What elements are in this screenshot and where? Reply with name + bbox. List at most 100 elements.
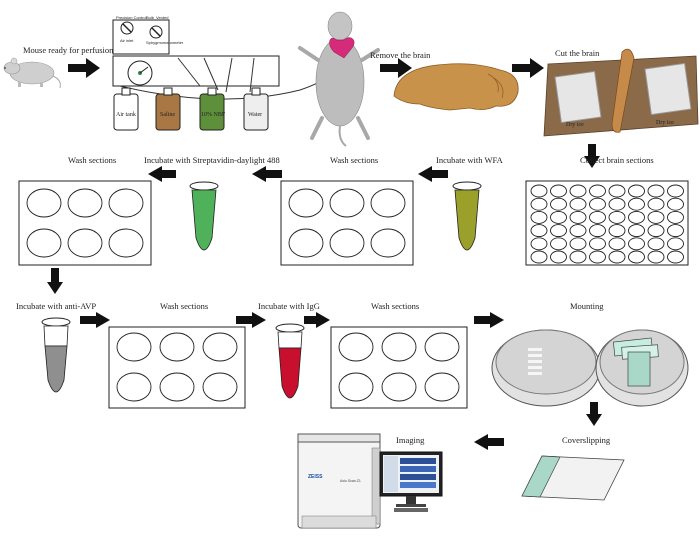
well bbox=[569, 197, 587, 211]
well bbox=[667, 197, 684, 211]
arrow-shaft bbox=[266, 170, 282, 178]
well bbox=[67, 228, 103, 258]
coverslip-slide bbox=[521, 455, 625, 501]
well bbox=[550, 197, 567, 211]
well bbox=[381, 332, 417, 362]
well bbox=[628, 250, 645, 264]
well bbox=[108, 228, 144, 258]
arrow-head bbox=[586, 414, 602, 426]
arrow-head bbox=[252, 166, 266, 182]
well bbox=[667, 237, 684, 251]
label-incubate-igg: Incubate with IgG bbox=[258, 301, 320, 311]
well bbox=[550, 250, 567, 264]
well bbox=[108, 188, 144, 218]
petri-dish-left bbox=[491, 329, 601, 407]
arrow-shaft bbox=[380, 64, 400, 72]
6-well-grid bbox=[116, 332, 238, 402]
well bbox=[647, 224, 665, 238]
arrow-shaft bbox=[512, 64, 532, 72]
well bbox=[569, 210, 587, 224]
mouse-illustration bbox=[3, 57, 61, 89]
well bbox=[288, 228, 324, 258]
well bbox=[550, 237, 567, 251]
bottle-label-nbf: 10% NBF bbox=[201, 112, 226, 118]
arrow-head bbox=[490, 312, 504, 328]
valve-label-bulb: Bulb bbox=[146, 15, 155, 20]
well bbox=[608, 210, 626, 224]
bottle-label-saline: Saline bbox=[160, 112, 175, 118]
well bbox=[530, 224, 548, 238]
valve-label-precision: Precision Control bbox=[116, 15, 147, 20]
well bbox=[628, 224, 645, 238]
tube-igg bbox=[275, 323, 305, 399]
label-remove-brain: Remove the brain bbox=[370, 50, 431, 60]
well bbox=[530, 197, 548, 211]
arrow-shaft bbox=[80, 316, 98, 324]
bottle-label-air-tank: Air tank bbox=[116, 112, 136, 118]
brain-illustration bbox=[393, 63, 519, 111]
label-wash-3: Wash sections bbox=[160, 301, 208, 311]
arrow-head bbox=[96, 312, 110, 328]
well bbox=[628, 184, 645, 198]
well bbox=[530, 237, 548, 251]
bottle-air-tank bbox=[113, 87, 139, 131]
label-coverslipping: Coverslipping bbox=[562, 435, 611, 445]
well bbox=[26, 228, 62, 258]
well bbox=[569, 224, 587, 238]
tube-wfa bbox=[452, 181, 482, 251]
label-imaging: Imaging bbox=[396, 435, 425, 445]
arrow-head bbox=[148, 166, 162, 182]
label-incubate-streptavidin: Incubate with Streptavidin-daylight 488 bbox=[144, 155, 280, 165]
scanner-model: Axio Scan.Z1 bbox=[340, 479, 361, 483]
arrow-head bbox=[474, 434, 488, 450]
label-collect-sections: Collect brain sections bbox=[580, 155, 654, 165]
dry-ice-right: Dry ice bbox=[656, 120, 674, 126]
bottle-label-water: Water bbox=[248, 112, 262, 118]
well bbox=[628, 197, 645, 211]
well bbox=[329, 228, 365, 258]
well bbox=[667, 250, 684, 264]
valve-label-vented: Vented bbox=[156, 15, 168, 20]
well bbox=[647, 250, 665, 264]
label-cut-brain: Cut the brain bbox=[555, 48, 600, 58]
48-well-grid bbox=[530, 184, 684, 264]
well bbox=[608, 197, 626, 211]
well bbox=[589, 237, 606, 251]
monitor bbox=[379, 451, 443, 512]
well bbox=[589, 184, 606, 198]
well bbox=[116, 372, 152, 402]
arrow-shaft bbox=[474, 316, 492, 324]
well bbox=[530, 210, 548, 224]
arrow-head bbox=[316, 312, 330, 328]
petri-dish-right bbox=[595, 329, 689, 407]
well bbox=[159, 372, 195, 402]
label-incubate-avp: Incubate with anti-AVP bbox=[16, 301, 96, 311]
6-well-grid bbox=[26, 188, 144, 258]
well bbox=[628, 237, 645, 251]
well bbox=[569, 250, 587, 264]
well bbox=[530, 250, 548, 264]
well bbox=[116, 332, 152, 362]
arrow-shaft bbox=[236, 316, 254, 324]
arrow-head bbox=[584, 156, 600, 168]
well bbox=[647, 184, 665, 198]
well bbox=[530, 184, 548, 198]
well bbox=[628, 210, 645, 224]
slide-scanner bbox=[297, 433, 381, 529]
heart-icon bbox=[329, 37, 355, 59]
well bbox=[550, 210, 567, 224]
valve-label-sphygmomanometer: Sphygmomanometer bbox=[146, 40, 184, 45]
well bbox=[424, 332, 460, 362]
well bbox=[608, 224, 626, 238]
arrow-head bbox=[252, 312, 266, 328]
label-incubate-wfa: Incubate with WFA bbox=[436, 155, 504, 165]
perfusion-apparatus bbox=[112, 19, 353, 100]
arrow-shaft bbox=[590, 402, 598, 416]
well bbox=[424, 372, 460, 402]
well bbox=[608, 237, 626, 251]
arrow-head bbox=[86, 58, 100, 78]
well bbox=[550, 224, 567, 238]
well bbox=[589, 210, 606, 224]
well bbox=[550, 184, 567, 198]
